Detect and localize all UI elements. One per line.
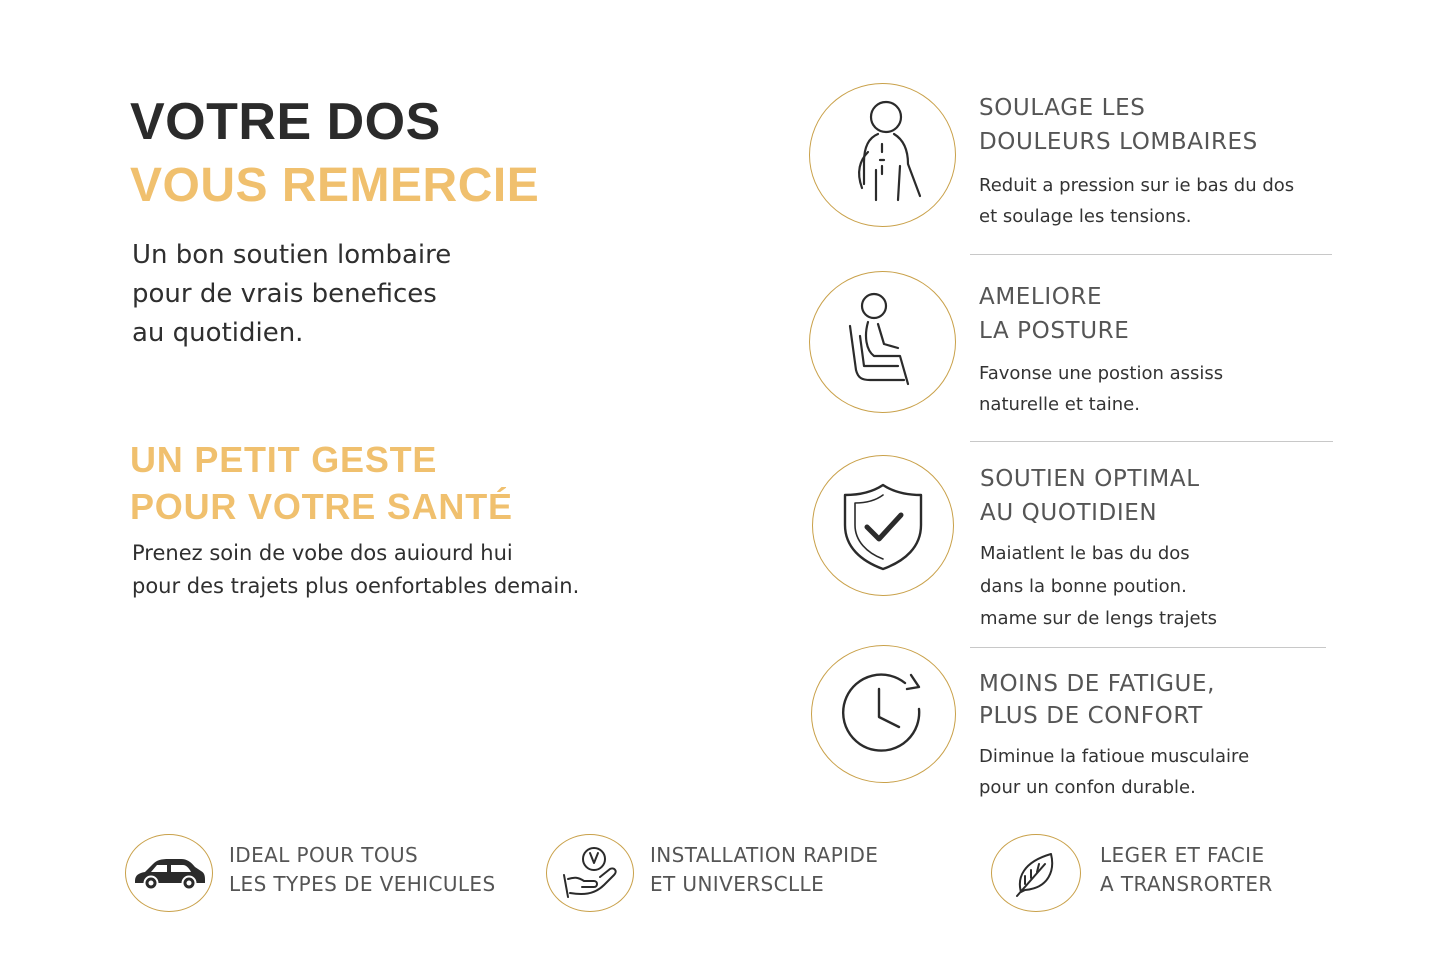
hero-subtitle-line: au quotidien. <box>132 318 304 348</box>
hand-install-icon <box>563 847 617 898</box>
benefit-title-line: PLUS DE CONFORT <box>979 703 1203 729</box>
benefit-description: Favonse une postion assiss naturelle et … <box>979 358 1223 420</box>
benefit-desc-line: naturelle et taine. <box>979 394 1140 415</box>
benefit-icon-circle <box>809 83 956 227</box>
benefit-description: Reduit a pression sur ie bas du dos et s… <box>979 170 1294 232</box>
hero-subtitle-line: pour de vrais benefices <box>132 279 437 309</box>
feature-icon-circle <box>991 834 1081 912</box>
benefit-desc-line: Reduit a pression sur ie bas du dos <box>979 175 1295 196</box>
leaf-icon <box>1016 853 1054 897</box>
geste-title: UN PETIT GESTE POUR VOTRE SANTÉ <box>130 436 513 530</box>
benefit-title-line: DOULEURS LOMBAIRES <box>979 129 1258 155</box>
seated-posture-icon <box>848 292 909 386</box>
benefit-title-line: AU QUOTIDIEN <box>980 500 1158 526</box>
benefit-icon-circle <box>812 455 954 596</box>
benefit-title: MOINS DE FATIGUE, PLUS DE CONFORT <box>979 668 1215 732</box>
feature-text-line: IDEAL POUR TOUS <box>229 843 419 867</box>
benefit-icon-circle <box>809 271 956 413</box>
feature-text: INSTALLATION RAPIDE ET UNIVERSCLLE <box>650 841 878 899</box>
benefit-desc-line: et soulage les tensions. <box>979 206 1192 227</box>
geste-title-line: UN PETIT GESTE <box>130 439 438 480</box>
feature-text-line: A TRANSRORTER <box>1100 872 1273 896</box>
benefit-description: Maiatlent le bas du dos dans la bonne po… <box>980 538 1217 636</box>
benefit-desc-line: Diminue la fatioue musculaire <box>979 746 1250 767</box>
hero-title-line-1: VOTRE DOS <box>130 93 441 151</box>
benefit-title: SOUTIEN OPTIMAL AU QUOTIDIEN <box>980 462 1200 530</box>
benefit-title: SOULAGE LES DOULEURS LOMBAIRES <box>979 91 1258 159</box>
benefit-title-line: SOUTIEN OPTIMAL <box>980 466 1200 492</box>
feature-text: LEGER ET FACIE A TRANSRORTER <box>1100 841 1273 899</box>
feature-text-line: LEGER ET FACIE <box>1100 843 1265 867</box>
feature-text-line: ET UNIVERSCLLE <box>650 872 825 896</box>
benefit-title-line: LA POSTURE <box>979 318 1130 344</box>
feature-text-line: INSTALLATION RAPIDE <box>650 843 879 867</box>
benefit-divider <box>970 441 1333 442</box>
geste-title-line: POUR VOTRE SANTÉ <box>130 486 513 527</box>
car-icon <box>135 859 205 891</box>
hero-title-line-2: VOUS REMERCIE <box>130 159 540 212</box>
feature-icon-circle <box>125 834 213 912</box>
benefit-divider <box>970 254 1332 255</box>
benefit-desc-line: dans la bonne poution. <box>980 575 1187 597</box>
benefit-title-line: SOULAGE LES <box>979 95 1146 121</box>
clock-icon <box>841 673 920 752</box>
benefit-desc-line: Favonse une postion assiss <box>979 363 1224 384</box>
benefit-title-line: AMELIORE <box>979 284 1103 310</box>
geste-text: Prenez soin de vobe dos auiourd hui pour… <box>132 537 579 603</box>
hero-subtitle: Un bon soutien lombaire pour de vrais be… <box>132 236 552 353</box>
feature-text-line: LES TYPES DE VEHICULES <box>229 872 496 896</box>
feature-text: IDEAL POUR TOUS LES TYPES DE VEHICULES <box>229 841 496 899</box>
benefit-desc-line: pour un confon durable. <box>979 777 1196 798</box>
shield-check-icon <box>843 483 923 570</box>
geste-text-line: pour des trajets plus oenfortables demai… <box>132 574 580 598</box>
benefit-icon-circle <box>811 645 956 783</box>
hero-subtitle-line: Un bon soutien lombaire <box>132 240 452 270</box>
benefit-title: AMELIORE LA POSTURE <box>979 280 1129 348</box>
benefit-title-line: MOINS DE FATIGUE, <box>979 671 1215 697</box>
feature-icon-circle <box>546 834 634 912</box>
geste-text-line: Prenez soin de vobe dos auiourd hui <box>132 541 513 565</box>
benefit-desc-line: mame sur de lengs trajets <box>980 608 1218 629</box>
back-pain-icon <box>857 100 921 202</box>
benefit-desc-line: Maiatlent le bas du dos <box>980 543 1190 564</box>
benefit-divider <box>970 647 1326 648</box>
benefit-description: Diminue la fatioue musculaire pour un co… <box>979 741 1249 803</box>
